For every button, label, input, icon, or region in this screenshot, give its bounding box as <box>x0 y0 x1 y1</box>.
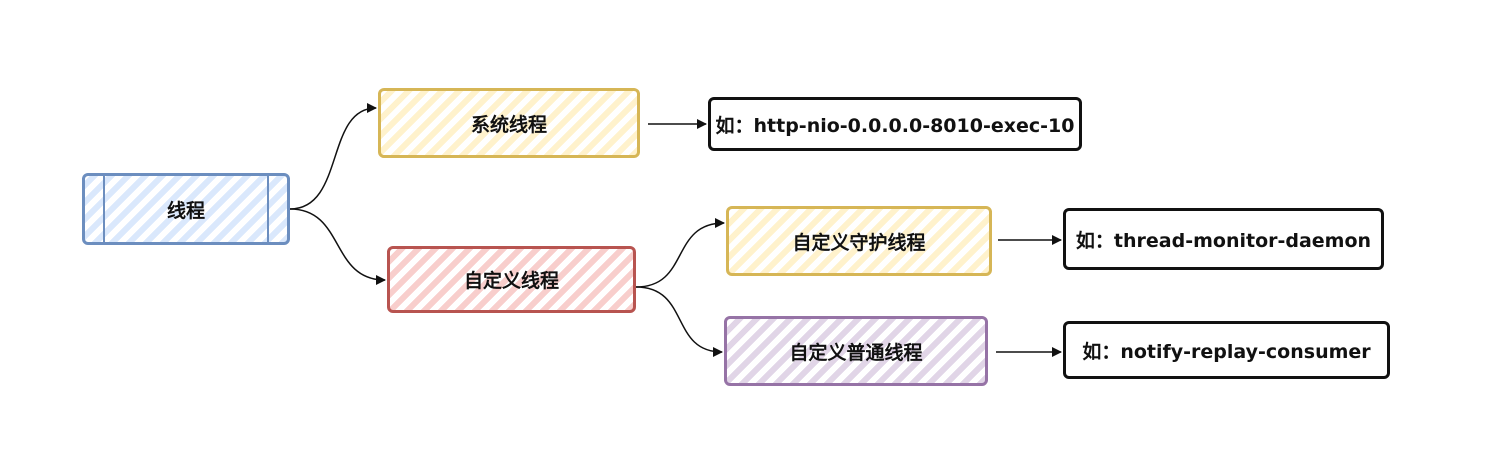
example-normal-thread[interactable]: 如：notify-replay-consumer <box>1063 321 1390 379</box>
edge-root-to-system <box>289 103 377 210</box>
node-custom-thread-label: 自定义线程 <box>463 270 559 292</box>
example-daemon-thread[interactable]: 如：thread-monitor-daemon <box>1063 208 1384 270</box>
node-thread-label: 线程 <box>166 199 205 222</box>
node-custom-thread[interactable]: 自定义线程 <box>387 246 636 313</box>
node-custom-normal-thread[interactable]: 自定义普通线程 <box>724 316 988 386</box>
process-bar-left <box>103 176 105 242</box>
node-system-thread[interactable]: 系统线程 <box>378 88 640 158</box>
example-system-thread[interactable]: 如：http-nio-0.0.0.0-8010-exec-10 <box>708 97 1082 151</box>
node-custom-daemon-thread[interactable]: 自定义守护线程 <box>726 206 992 276</box>
node-system-thread-label: 系统线程 <box>470 113 547 136</box>
process-bar-right <box>267 176 269 242</box>
edge-custom-to-normal <box>635 286 723 357</box>
node-custom-daemon-thread-label: 自定义守护线程 <box>792 231 926 254</box>
node-thread[interactable]: 线程 <box>82 173 290 245</box>
example-normal-thread-label: 如：notify-replay-consumer <box>1082 340 1371 363</box>
edge-root-to-custom <box>289 208 386 285</box>
example-system-thread-label: 如：http-nio-0.0.0.0-8010-exec-10 <box>715 114 1075 137</box>
example-daemon-thread-label: 如：thread-monitor-daemon <box>1075 229 1372 252</box>
edge-custom-to-daemon <box>635 218 725 288</box>
node-custom-normal-thread-label: 自定义普通线程 <box>789 341 923 364</box>
